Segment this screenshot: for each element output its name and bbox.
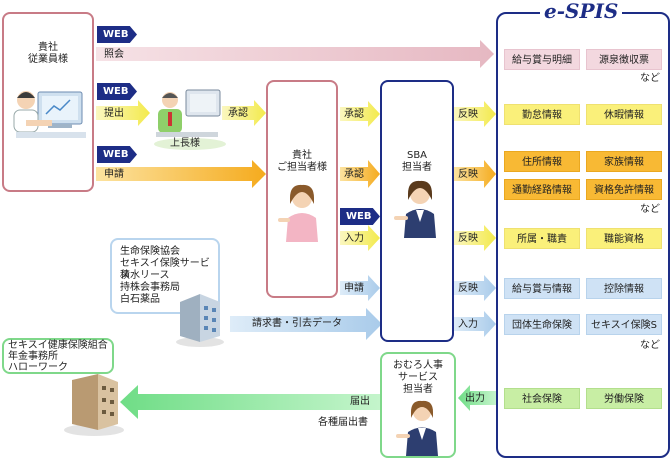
espis-jusho[interactable]: 住所情報 <box>504 151 580 172</box>
label-nyuryoku2: 入力 <box>458 319 478 330</box>
label-shonin-r2: 承認 <box>344 169 364 180</box>
arrow-hanei1 <box>454 101 496 127</box>
espis-nado-1: など <box>640 73 660 84</box>
espis-tsukin[interactable]: 通勤経路情報 <box>504 179 580 200</box>
agency-building-icon <box>64 374 124 436</box>
label-shinsei2: 申請 <box>344 283 364 294</box>
tantou-label-1: 貴社 <box>292 150 312 161</box>
agencies-box: セキスイ健康保険組合 年金事務所 ハローワーク <box>2 338 114 374</box>
label-hanei3: 反映 <box>458 233 478 244</box>
employee-label-2: 従業員様 <box>28 54 68 65</box>
espis-kyuyo-meisai[interactable]: 給与賞与明細 <box>504 49 580 70</box>
employee-computer-icon <box>13 91 86 138</box>
label-shinsei: 申請 <box>104 169 124 180</box>
espis-title: e-SPIS <box>540 0 623 22</box>
vendor-3: 積水リース <box>120 270 170 281</box>
web-tag-shinsei: WEB <box>97 146 137 163</box>
vendor-1: 生命保険協会 <box>120 246 180 257</box>
label-various-forms: 各種届出書 <box>318 417 368 428</box>
vendor-4: 持株会事務局 <box>120 282 180 293</box>
omuro-person-icon <box>396 400 438 456</box>
arrow-shinsei <box>96 160 266 188</box>
omuro-label-1: おむろ人事 <box>393 360 443 371</box>
tantou-label-2: ご担当者様 <box>277 162 327 173</box>
label-shokai: 照会 <box>104 49 124 60</box>
sba-box: SBA 担当者 <box>380 80 454 342</box>
label-hanei1: 反映 <box>458 109 478 120</box>
label-invoice: 請求書・引去データ <box>252 318 342 329</box>
label-nyuryoku1: 入力 <box>344 233 364 244</box>
label-shonin-left: 承認 <box>228 108 248 119</box>
arrow-nyuryoku1 <box>340 225 380 251</box>
espis-shikaku[interactable]: 資格免許情報 <box>586 179 662 200</box>
agency-2: 年金事務所 <box>8 351 58 362</box>
omuro-box: おむろ人事 サービス 担当者 <box>380 352 456 458</box>
tantou-person-icon <box>278 184 318 242</box>
vendors-box: 生命保険協会 セキスイ保険サービス 積水リース 持株会事務局 白石薬品 <box>110 238 220 314</box>
espis-rodo-hoken[interactable]: 労働保険 <box>586 388 662 409</box>
web-tag-input: WEB <box>340 208 380 225</box>
espis-kintai[interactable]: 勤怠情報 <box>504 104 580 125</box>
agency-1: セキスイ健康保険組合 <box>8 340 108 351</box>
omuro-label-3: 担当者 <box>403 384 433 395</box>
arrow-shokai <box>96 40 494 68</box>
tantou-box: 貴社 ご担当者様 <box>266 80 338 298</box>
employee-label-1: 貴社 <box>38 42 58 53</box>
arrow-shinsei2 <box>340 275 380 301</box>
boss-label: 上長様 <box>170 138 200 149</box>
label-teishutsu: 提出 <box>104 108 124 119</box>
arrow-shutsuryoku <box>458 385 496 411</box>
espis-gensen[interactable]: 源泉徴収票 <box>586 49 662 70</box>
arrow-shonin-r2 <box>340 160 380 188</box>
vendor-5: 白石薬品 <box>120 294 160 305</box>
omuro-label-2: サービス <box>398 372 438 383</box>
label-todokede: 届出 <box>350 396 370 407</box>
espis-kyuka[interactable]: 休暇情報 <box>586 104 662 125</box>
label-shutsuryoku: 出力 <box>465 393 485 404</box>
arrow-hanei2 <box>454 160 496 188</box>
vendor-building-icon <box>176 294 224 347</box>
espis-nado-3: など <box>640 340 660 351</box>
arrow-invoice <box>230 308 382 340</box>
arrow-shonin-r1 <box>340 101 380 127</box>
arrow-hanei4 <box>454 275 496 301</box>
label-shonin-r1: 承認 <box>344 109 364 120</box>
web-tag-teishutsu: WEB <box>97 83 137 100</box>
label-hanei2: 反映 <box>458 169 478 180</box>
espis-shozoku[interactable]: 所属・職責 <box>504 228 580 249</box>
espis-kazoku[interactable]: 家族情報 <box>586 151 662 172</box>
label-hanei4: 反映 <box>458 283 478 294</box>
espis-kyuyo-joho[interactable]: 給与賞与情報 <box>504 278 580 299</box>
sba-label-1: SBA <box>406 150 428 161</box>
sba-person-icon <box>394 180 436 238</box>
espis-dantai[interactable]: 団体生命保険 <box>504 314 580 335</box>
arrow-hanei3 <box>454 225 496 251</box>
web-tag-shokai: WEB <box>97 26 137 43</box>
arrow-teishutsu <box>96 100 150 126</box>
vendor-2: セキスイ保険サービス <box>120 258 210 281</box>
arrow-shonin-left <box>222 100 266 126</box>
agency-3: ハローワーク <box>8 362 68 373</box>
boss-figure-icon <box>154 89 226 150</box>
espis-nado-2: など <box>640 204 660 215</box>
espis-sekisui-hoken[interactable]: セキスイ保険S <box>586 314 662 335</box>
arrow-todokede <box>120 385 382 419</box>
espis-shokuno[interactable]: 職能資格 <box>586 228 662 249</box>
employee-box: 貴社 従業員様 <box>2 12 94 192</box>
arrow-nyuryoku2 <box>454 311 496 337</box>
espis-kojo[interactable]: 控除情報 <box>586 278 662 299</box>
sba-label-2: 担当者 <box>402 162 432 173</box>
espis-shakai-hoken[interactable]: 社会保険 <box>504 388 580 409</box>
